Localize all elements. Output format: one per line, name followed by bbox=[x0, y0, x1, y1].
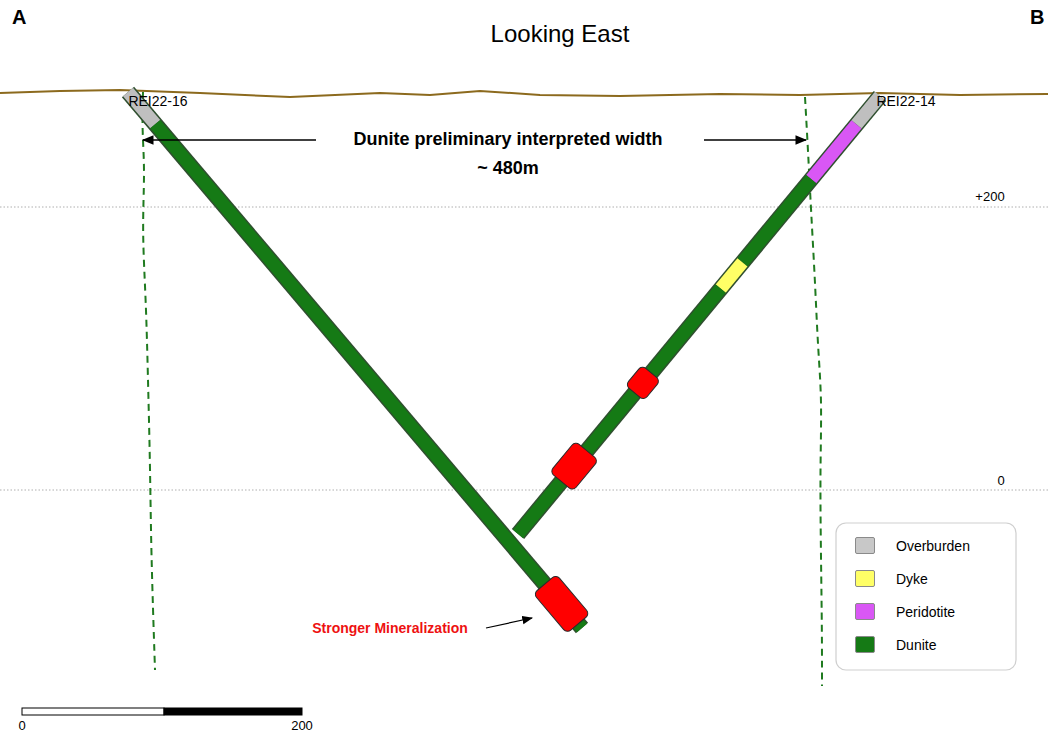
contact-line bbox=[143, 92, 155, 670]
hole-name: REI22-14 bbox=[876, 93, 935, 109]
legend-label: Overburden bbox=[896, 538, 970, 554]
scale-label: 200 bbox=[291, 719, 313, 734]
legend-frame bbox=[836, 523, 1016, 670]
legend-entry: Overburden bbox=[855, 537, 970, 554]
legend-label: Dyke bbox=[896, 571, 928, 587]
drill-hole bbox=[518, 96, 880, 534]
view-title: Looking East bbox=[491, 20, 630, 48]
legend-swatch bbox=[855, 603, 875, 620]
dimension-label: ~ 480m bbox=[477, 158, 539, 179]
section-end: A bbox=[12, 6, 26, 29]
hole-name: REI22-16 bbox=[128, 93, 187, 109]
section-end: B bbox=[1030, 6, 1044, 29]
legend-label: Dunite bbox=[896, 637, 936, 653]
elevation-line bbox=[0, 207, 1048, 208]
drill-hole bbox=[128, 92, 590, 633]
lithology-interval bbox=[742, 179, 811, 262]
legend-label: Peridotite bbox=[896, 604, 955, 620]
scale-bar bbox=[164, 708, 302, 715]
callout-label: Stronger Mineralization bbox=[312, 620, 468, 636]
dimension-label: Dunite preliminary interpreted width bbox=[353, 129, 662, 150]
scale-label: 0 bbox=[18, 719, 25, 734]
elevation-label: 0 bbox=[997, 474, 1004, 489]
dimension-arrow bbox=[704, 139, 806, 140]
lithology-interval bbox=[811, 124, 856, 179]
mineralization-zone bbox=[550, 441, 599, 491]
lithology-interval bbox=[155, 124, 582, 628]
legend-entry: Dunite bbox=[855, 636, 936, 653]
dimension-arrow bbox=[143, 139, 316, 140]
scale-bar bbox=[22, 708, 164, 715]
elevation-label: +200 bbox=[975, 190, 1004, 205]
mineralization-zone bbox=[533, 574, 590, 633]
legend-swatch bbox=[855, 537, 875, 554]
lithology-interval bbox=[518, 289, 721, 534]
elevation-line bbox=[0, 490, 1048, 491]
legend-swatch bbox=[855, 636, 875, 653]
leader-line bbox=[486, 618, 532, 628]
legend-entry: Dyke bbox=[855, 570, 928, 587]
lithology-interval bbox=[721, 262, 743, 288]
legend-swatch bbox=[855, 570, 875, 587]
legend-entry: Peridotite bbox=[855, 603, 955, 620]
mineralization-zone bbox=[625, 365, 660, 400]
